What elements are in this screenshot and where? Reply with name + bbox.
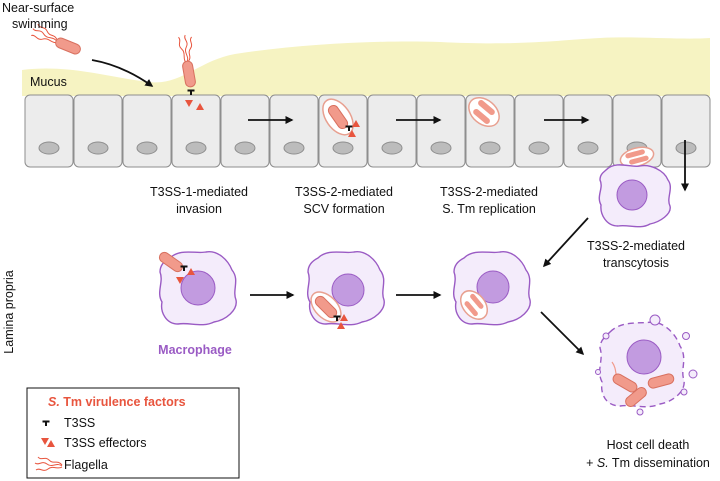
- dying-macrophage: [595, 314, 698, 416]
- near-surface-label-1: Near-surface: [2, 1, 74, 15]
- arrow-transcytosis-to-macrophage: [542, 217, 589, 268]
- scv-label-1: T3SS-2-mediated: [295, 185, 393, 199]
- legend-item-flagella: Flagella: [64, 458, 108, 472]
- released-bacteria: [612, 373, 675, 407]
- scv-label-2: SCV formation: [303, 202, 384, 216]
- transcytosis-label-1: T3SS-2-mediated: [587, 239, 685, 253]
- macrophage-transcytosis: [598, 164, 671, 228]
- transcytosis-label-2: transcytosis: [603, 256, 669, 270]
- legend-item-t3ss: T3SS: [64, 416, 95, 430]
- near-surface-label-2: swimming: [12, 17, 68, 31]
- effector-triangles-icon: [41, 438, 55, 447]
- t3ss1-label-1: T3SS-1-mediated: [150, 185, 248, 199]
- death-label-2: + S. Tm dissemination: [586, 456, 710, 470]
- arrow-swim-to-surface: [91, 59, 154, 87]
- replication-macrophage-3: [459, 290, 489, 320]
- arrow-mac-3-to-death: [540, 311, 585, 356]
- epithelial-layer: [24, 94, 711, 168]
- mucus-label: Mucus: [30, 75, 67, 89]
- replication-label-1: T3SS-2-mediated: [440, 185, 538, 199]
- transcytosis-vacuole: [619, 146, 655, 168]
- macrophage-label: Macrophage: [158, 343, 232, 357]
- replication-vacuole: [468, 96, 500, 128]
- mucus-layer: [22, 37, 710, 96]
- legend: S. Tm virulence factors T3SS T3SS effect…: [26, 387, 240, 479]
- legend-title: S. Tm virulence factors: [48, 395, 186, 409]
- t3ss1-label-2: invasion: [176, 202, 222, 216]
- lamina-propria-label: Lamina propria: [2, 270, 16, 353]
- legend-item-effectors: T3SS effectors: [64, 436, 146, 450]
- death-label-1: Host cell death: [607, 438, 690, 452]
- replication-label-2: S. Tm replication: [442, 202, 536, 216]
- macrophage-3: [453, 251, 531, 326]
